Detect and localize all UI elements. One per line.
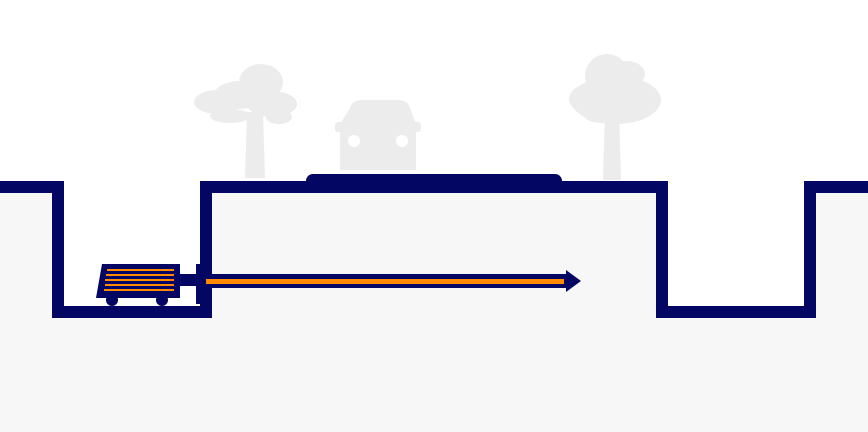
ground [0, 187, 868, 432]
tree-icon [569, 54, 661, 180]
arrow-right-icon [566, 270, 581, 292]
road [306, 174, 562, 190]
drilling-machine-icon [96, 264, 202, 306]
pipe-core [206, 279, 564, 284]
car-icon [335, 100, 421, 170]
tree-icon [194, 64, 297, 178]
